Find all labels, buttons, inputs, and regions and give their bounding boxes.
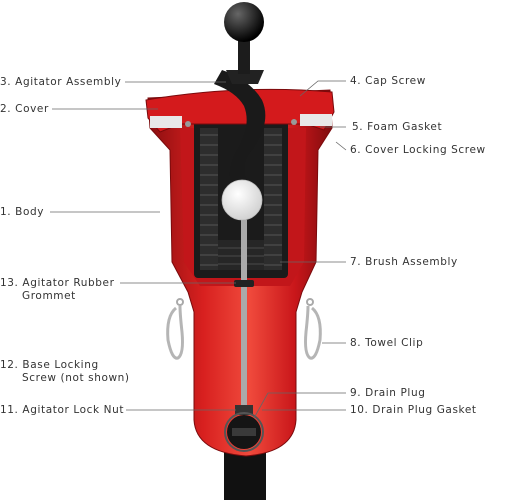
foam-gasket-left [150, 116, 182, 128]
cap-screw-right [291, 119, 297, 125]
label-drain-plug-gasket: 10. Drain Plug Gasket [350, 404, 477, 416]
label-brush-assembly: 7. Brush Assembly [350, 256, 458, 268]
brush-assembly-left [200, 128, 218, 270]
label-lock-nut: 11. Agitator Lock Nut [0, 404, 125, 416]
label-foam-gasket: 5. Foam Gasket [352, 121, 443, 133]
leader-cover-screw [335, 141, 347, 151]
label-body: 1. Body [0, 206, 45, 218]
label-towel-clip: 8. Towel Clip [350, 337, 424, 349]
leader-cap-screw [299, 80, 346, 97]
agitator-lock-nut [235, 405, 253, 415]
agitator-rod [241, 220, 247, 412]
cover [145, 88, 335, 133]
agitator-rubber-grommet [234, 280, 254, 287]
label-agitator-assembly: 3. Agitator Assembly [0, 76, 122, 88]
label-cover-locking-screw: 6. Cover Locking Screw [350, 144, 486, 156]
leader-drain-plug [253, 392, 346, 419]
label-cap-screw: 4. Cap Screw [350, 75, 426, 87]
brush-assembly-right [264, 128, 282, 270]
agitator-knob-icon [224, 2, 264, 42]
foam-gasket-right [300, 114, 332, 126]
cap-screw-left [185, 121, 191, 127]
label-drain-plug: 9. Drain Plug [350, 387, 426, 399]
drain-plug-gasket [224, 412, 264, 452]
carabiner-clip-icon [304, 298, 322, 360]
agitator-stem [238, 40, 250, 74]
golf-ball-icon [221, 179, 263, 221]
label-grommet-line2: Grommet [22, 290, 76, 302]
label-base-screw-line2: Screw (not shown) [22, 372, 130, 384]
carabiner-clip-icon [166, 298, 184, 360]
label-cover: 2. Cover [0, 103, 49, 115]
agitator-spiral [214, 70, 266, 200]
label-base-screw-line1: 12. Base Locking [0, 359, 99, 371]
label-grommet-line1: 13. Agitator Rubber [0, 277, 115, 289]
